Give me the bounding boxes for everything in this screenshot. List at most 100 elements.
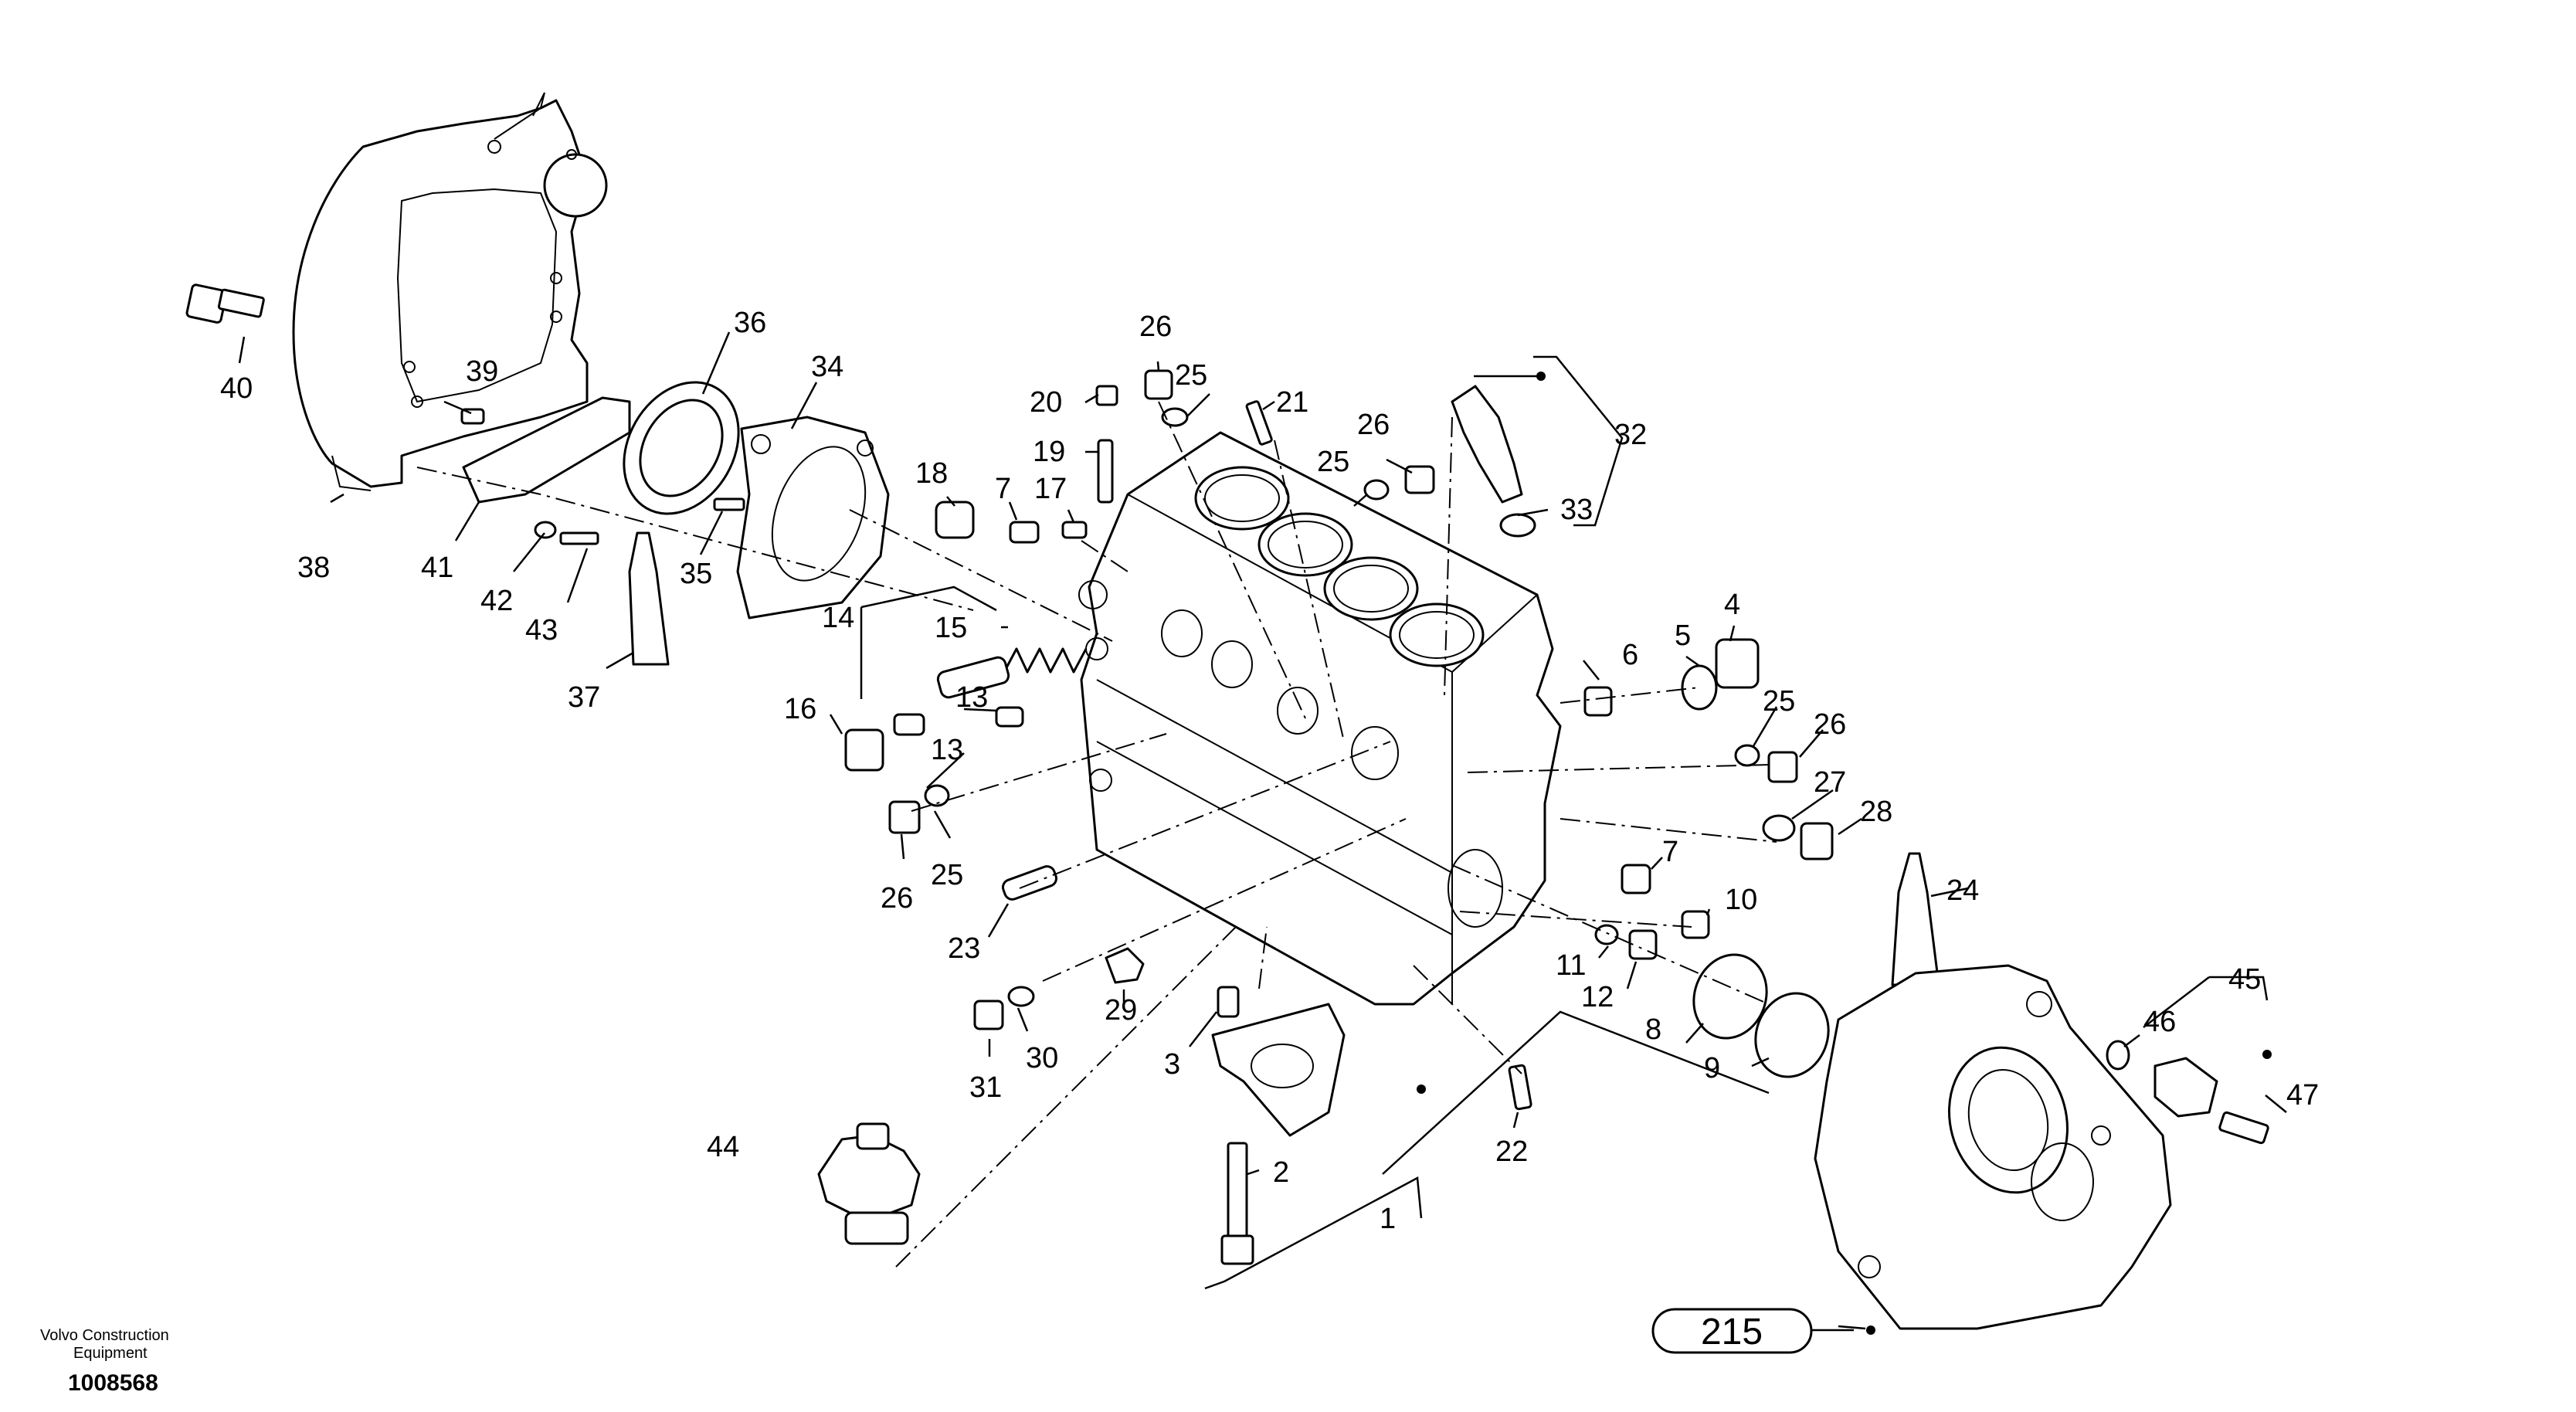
- screw-35: [713, 497, 745, 511]
- washer-33: [1499, 513, 1536, 538]
- washer-25-right: [1734, 744, 1760, 767]
- callout-4: 4: [1724, 589, 1740, 621]
- washer-30: [1007, 986, 1035, 1007]
- callout-37: 37: [568, 681, 600, 714]
- callout-27: 27: [1814, 766, 1846, 799]
- document-number: 1008568: [68, 1370, 158, 1396]
- cover-45: [2153, 1057, 2218, 1118]
- callout-11: 11: [1556, 949, 1586, 982]
- callout-47: 47: [2286, 1079, 2319, 1112]
- stud-21: [1245, 400, 1273, 446]
- plug-31: [973, 1000, 1004, 1030]
- plug-10: [1681, 910, 1710, 939]
- callout-44: 44: [707, 1131, 739, 1163]
- callout-6: 6: [1622, 639, 1638, 671]
- callout-13b: 13: [955, 681, 988, 714]
- plug-26-top: [1144, 369, 1173, 400]
- bolt-47: [2218, 1111, 2269, 1145]
- callout-21: 21: [1276, 386, 1308, 419]
- washer-25-left: [924, 784, 950, 807]
- callout-31: 31: [969, 1071, 1002, 1104]
- sealant-tube-37: [628, 531, 670, 666]
- callout-29: 29: [1105, 994, 1137, 1027]
- washer-42: [534, 521, 557, 539]
- plug-26-upper: [1404, 465, 1435, 494]
- callout-22: 22: [1495, 1135, 1528, 1168]
- seal-5: [1681, 664, 1718, 711]
- plug-13a: [893, 713, 925, 736]
- dowel-3: [1217, 986, 1240, 1018]
- valve-piston: [936, 656, 1010, 699]
- footer: Volvo Construction Equipment 1008568: [40, 1327, 169, 1396]
- bushing-8: [1692, 953, 1768, 1040]
- callout-25a: 25: [1175, 359, 1207, 392]
- callout-26d: 26: [881, 882, 913, 915]
- reference-215[interactable]: 215: [1651, 1308, 1813, 1354]
- leader-lines: [238, 331, 2287, 1332]
- sensor-29: [1105, 947, 1145, 984]
- callout-20: 20: [1030, 386, 1062, 419]
- callout-46: 46: [2143, 1006, 2176, 1038]
- washer-27: [1762, 814, 1796, 842]
- callout-24: 24: [1946, 874, 1979, 907]
- reference-215-label: 215: [1701, 1312, 1763, 1353]
- nozzle-7b: [1621, 864, 1651, 894]
- sender-32: [1451, 385, 1523, 504]
- callout-3: 3: [1164, 1048, 1180, 1081]
- callout-42: 42: [480, 585, 513, 617]
- plug-4: [1715, 638, 1760, 689]
- stud-19: [1097, 439, 1114, 504]
- callout-25c: 25: [1763, 685, 1795, 718]
- callout-26c: 26: [1814, 708, 1846, 741]
- seal-housing-34: [736, 416, 890, 619]
- bearing-cap-3: [1211, 1003, 1346, 1137]
- callout-13a: 13: [931, 734, 963, 766]
- oil-nozzle-7a: [1009, 521, 1040, 544]
- callout-36: 36: [734, 307, 766, 339]
- callout-9: 9: [1704, 1052, 1720, 1084]
- callout-19: 19: [1033, 436, 1065, 468]
- callout-18: 18: [915, 457, 948, 490]
- stud-22: [1508, 1064, 1532, 1111]
- plug-12: [1628, 929, 1658, 960]
- callout-25d: 25: [931, 859, 963, 891]
- cylinder-block: [1078, 431, 1562, 1006]
- flywheel-housing: [292, 92, 608, 491]
- washer-11: [1594, 924, 1619, 945]
- washer-25-upper: [1363, 479, 1390, 501]
- callout-23: 23: [948, 932, 980, 965]
- centerlines: [416, 401, 1777, 1268]
- callout-17: 17: [1034, 473, 1067, 505]
- plug-26-left: [888, 800, 921, 834]
- callout-16: 16: [784, 693, 816, 725]
- callout-1: 1: [1380, 1203, 1396, 1235]
- spring-15: [1003, 647, 1088, 674]
- plug-16: [844, 728, 884, 772]
- callout-39: 39: [466, 355, 498, 388]
- bolt-40: [185, 283, 265, 324]
- screw-43: [559, 531, 599, 545]
- callout-33: 33: [1560, 494, 1593, 526]
- callout-12: 12: [1581, 981, 1614, 1013]
- reference-dots: [1417, 372, 2272, 1335]
- brand-line-1: Volvo Construction: [40, 1327, 169, 1344]
- callout-5: 5: [1675, 619, 1691, 652]
- callout-10: 10: [1725, 884, 1757, 916]
- plug-28: [1800, 822, 1834, 860]
- callout-26b: 26: [1357, 409, 1390, 441]
- callout-40: 40: [220, 372, 253, 405]
- oil-nozzle-17: [1061, 521, 1088, 539]
- callout-41: 41: [421, 552, 453, 584]
- callout-25b: 25: [1317, 446, 1349, 478]
- callout-15: 15: [935, 612, 967, 644]
- callout-34: 34: [811, 351, 843, 383]
- o-ring-46: [2106, 1040, 2130, 1071]
- plug-6: [1583, 686, 1613, 717]
- plug-13b: [995, 706, 1024, 728]
- callout-2: 2: [1273, 1156, 1289, 1189]
- callout-8: 8: [1645, 1013, 1661, 1046]
- dowel-39: [460, 408, 485, 425]
- callout-43: 43: [525, 614, 558, 647]
